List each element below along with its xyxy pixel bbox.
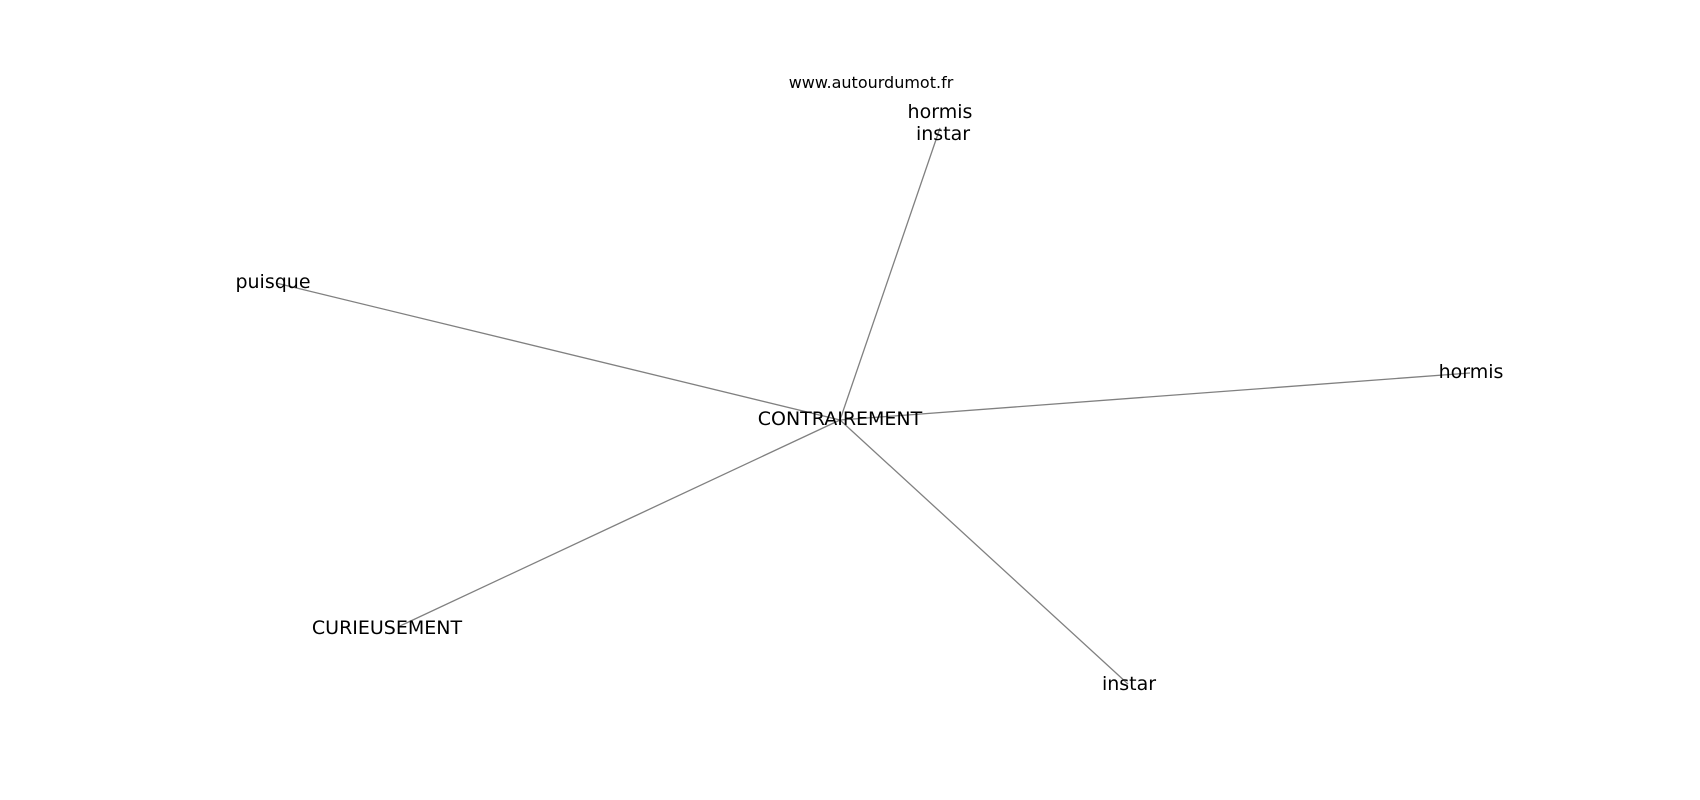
edges-layer — [275, 127, 1471, 685]
labels-layer: www.autourdumot.fr CONTRAIREMENT hormis … — [235, 73, 1503, 695]
node-line: hormis — [908, 101, 973, 123]
node-label-hormis-instar: hormis instar — [908, 101, 979, 145]
edge-center-instar — [839, 419, 1129, 685]
edge-center-hormis-instar — [839, 127, 941, 421]
node-label-puisque: puisque — [235, 271, 310, 293]
watermark-text: www.autourdumot.fr — [789, 73, 954, 92]
node-line: instar — [916, 123, 970, 145]
node-label-hormis: hormis — [1439, 361, 1504, 383]
edge-center-hormis — [839, 372, 1471, 421]
node-label-instar: instar — [1102, 673, 1156, 695]
center-node-label: CONTRAIREMENT — [758, 408, 923, 430]
node-label-curieusement: CURIEUSEMENT — [312, 617, 463, 639]
edge-center-puisque — [275, 282, 841, 421]
edge-center-curieusement — [399, 419, 841, 627]
